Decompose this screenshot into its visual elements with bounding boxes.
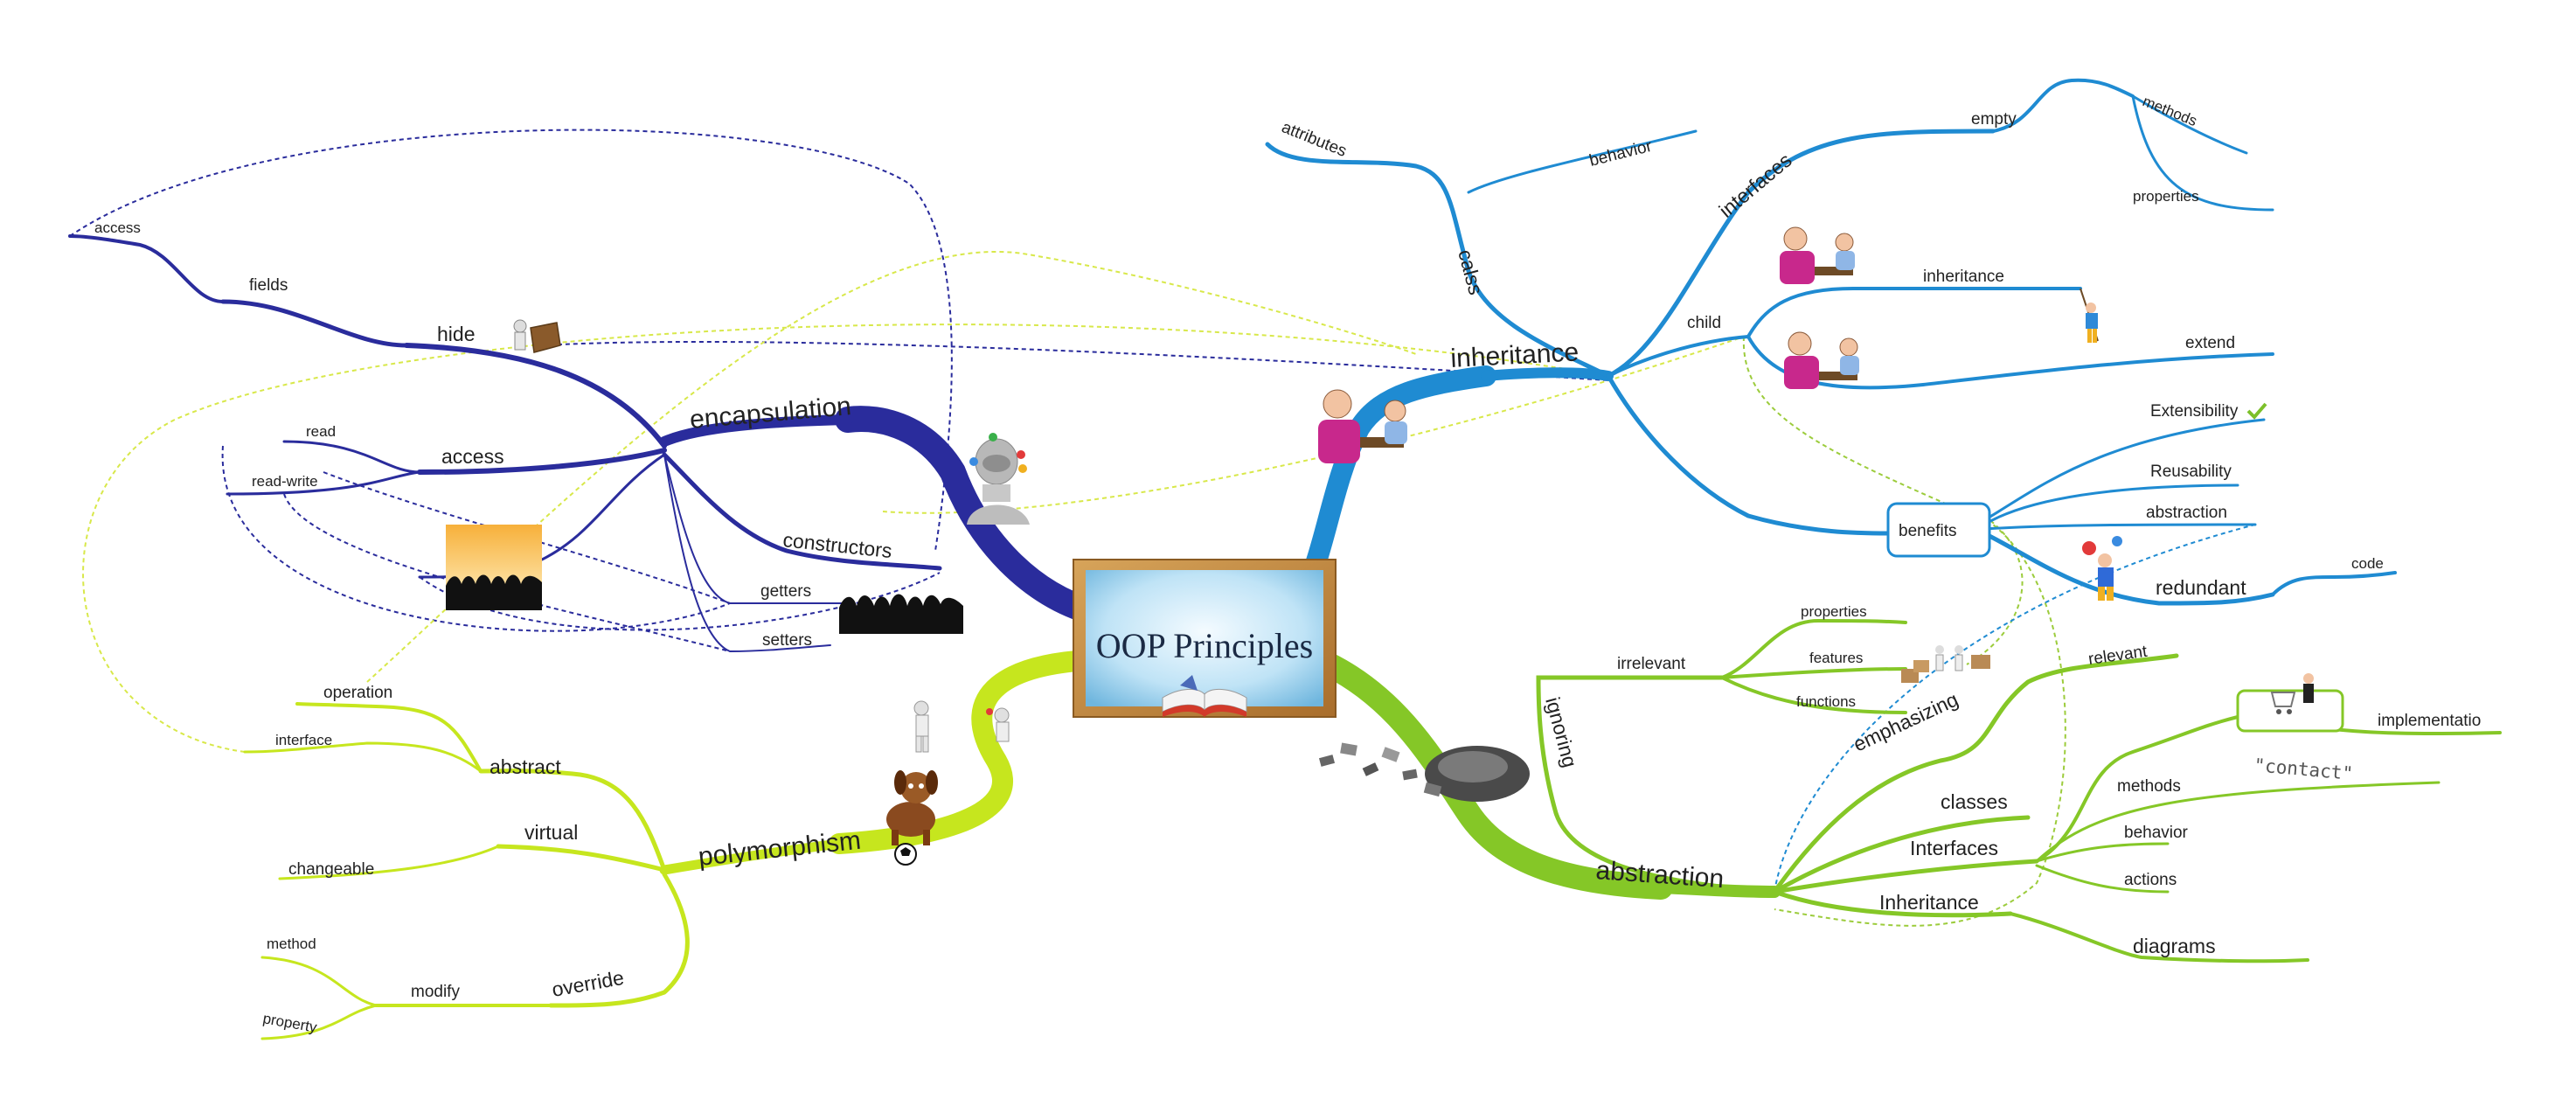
interfaces-label: interfaces — [1715, 149, 1796, 222]
polymorphism-label: polymorphism — [697, 826, 862, 872]
center-node[interactable]: OOP Principles — [1073, 559, 1337, 718]
emphasizing-label: emphasizing — [1850, 687, 1962, 755]
read-write-label: read-write — [252, 473, 318, 490]
contact-label: "contact" — [2253, 755, 2354, 784]
open-book-icon — [1162, 675, 1247, 717]
abstraction-inheritance-label: Inheritance — [1879, 891, 1979, 914]
access-label: access — [441, 445, 504, 468]
worker-pushing-box-icon — [513, 319, 561, 353]
crowd-silhouette-icon — [446, 525, 542, 610]
abstract-label: abstract — [490, 755, 561, 778]
scattered-papers-icon — [1318, 742, 1530, 802]
juggler-icon — [2082, 536, 2122, 601]
constructors-label: constructors — [781, 528, 892, 562]
getters-label: getters — [760, 582, 811, 601]
override-label: override — [550, 966, 625, 1001]
ignoring-label: ignoring — [1541, 695, 1581, 770]
child-label: child — [1687, 314, 1721, 332]
inheritance-labels: inheritance calss attributes behavior in… — [1279, 93, 2384, 599]
property-label: property — [261, 1010, 318, 1036]
empty-label: empty — [1971, 110, 2017, 129]
abstraction-behavior-label: behavior — [2124, 824, 2189, 842]
dog-with-ball-icon — [886, 770, 938, 866]
inheritance-branch — [1265, 78, 2397, 606]
code-label: code — [2351, 555, 2384, 572]
calss-label: calss — [1454, 247, 1488, 297]
grandfather-and-child-icon — [1780, 226, 1855, 284]
center-title: OOP Principles — [1096, 626, 1314, 665]
irrelevant-label: irrelevant — [1617, 655, 1686, 673]
hide-label: hide — [437, 323, 475, 345]
grandfather-and-child-icon — [1318, 389, 1407, 463]
relevant-label: relevant — [2087, 643, 2149, 669]
inheritance-abstraction-label: abstraction — [2146, 504, 2227, 522]
operation-label: operation — [323, 684, 392, 702]
grandfather-and-child-icon — [1784, 331, 1859, 389]
extensibility-label: Extensibility — [2150, 402, 2239, 421]
checkmark-icon — [2246, 402, 2267, 420]
actions-label: actions — [2124, 871, 2177, 889]
diagrams-label: diagrams — [2133, 935, 2216, 957]
encapsulation-labels: encapsulation hide fields access access … — [94, 219, 893, 650]
abstraction-properties-label: properties — [1801, 603, 1867, 620]
window-cleaner-icon — [2080, 288, 2099, 343]
figures-with-boxes-icon — [1901, 645, 1990, 683]
extend-label: extend — [2185, 334, 2235, 352]
figures-tug-icon — [913, 700, 1010, 753]
polymorphism-labels: polymorphism abstract operation interfac… — [261, 684, 862, 1036]
classes-label: classes — [1941, 790, 2008, 813]
robot-head-icon — [967, 433, 1030, 525]
features-label: features — [1809, 650, 1863, 666]
shopping-cart-icon — [2270, 673, 2314, 714]
access-field-label: access — [94, 219, 141, 236]
methods-label: methods — [2117, 777, 2181, 796]
behavior-label: behavior — [1587, 137, 1654, 170]
abstraction-labels: abstraction ignoring irrelevant properti… — [1541, 603, 2481, 957]
interfaces-label: Interfaces — [1910, 837, 1998, 859]
fields-label: fields — [249, 276, 288, 295]
benefits-label: benefits — [1899, 522, 1957, 540]
functions-label: functions — [1796, 693, 1856, 710]
reusability-label: Reusability — [2150, 463, 2232, 481]
inheritance-sub-label: inheritance — [1923, 268, 2004, 286]
polymorphism-interface-label: interface — [275, 732, 332, 748]
method-label: method — [267, 936, 316, 952]
changeable-label: changeable — [288, 860, 374, 879]
properties-label: properties — [2133, 188, 2199, 205]
polymorphism-branch — [243, 702, 690, 1040]
inheritance-label: inheritance — [1450, 337, 1580, 373]
benefits-box — [1886, 502, 1991, 558]
modify-label: modify — [411, 983, 460, 1001]
virtual-label: virtual — [524, 821, 578, 844]
cross-links — [69, 129, 2256, 927]
redundant-label: redundant — [2156, 576, 2246, 599]
crowd-silhouette-icon — [839, 594, 963, 634]
setters-label: setters — [762, 631, 812, 650]
encapsulation-branch — [68, 234, 942, 653]
read-label: read — [306, 423, 336, 440]
methods-label: methods — [2141, 93, 2200, 129]
implementation-label: implementatio — [2378, 712, 2481, 730]
